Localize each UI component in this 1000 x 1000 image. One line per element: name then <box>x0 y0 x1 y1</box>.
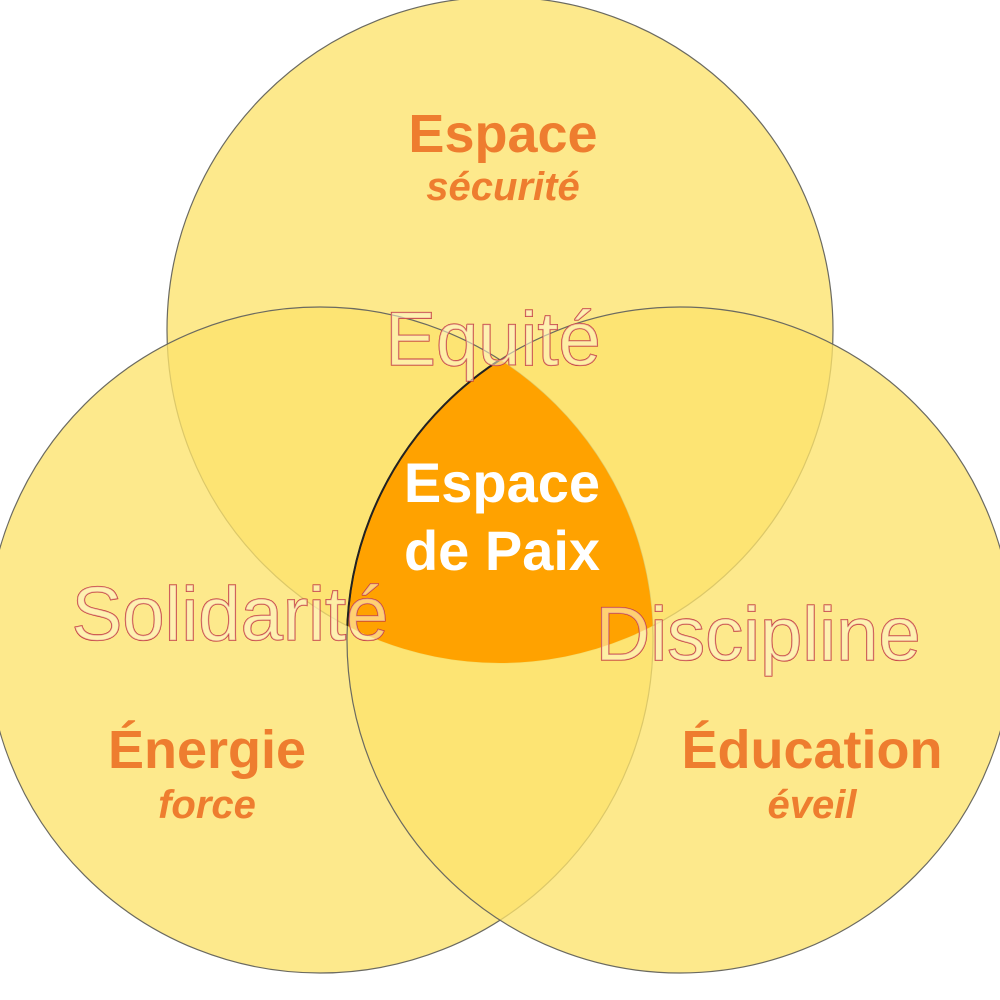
intersection-left-right-label: Discipline <box>595 592 920 677</box>
set-top-title: Espace <box>408 104 597 164</box>
center-title-line1: Espace <box>404 451 600 514</box>
set-left-subtitle: force <box>158 783 256 827</box>
intersection-top-right-label: Equité <box>385 297 601 382</box>
set-top-subtitle: sécurité <box>426 165 579 209</box>
set-right-title: Éducation <box>681 720 942 780</box>
center-title-line2: de Paix <box>404 519 600 582</box>
set-left-title: Énergie <box>108 720 306 780</box>
intersection-top-left-label: Solidarité <box>72 572 389 657</box>
set-right-subtitle: éveil <box>768 783 858 827</box>
